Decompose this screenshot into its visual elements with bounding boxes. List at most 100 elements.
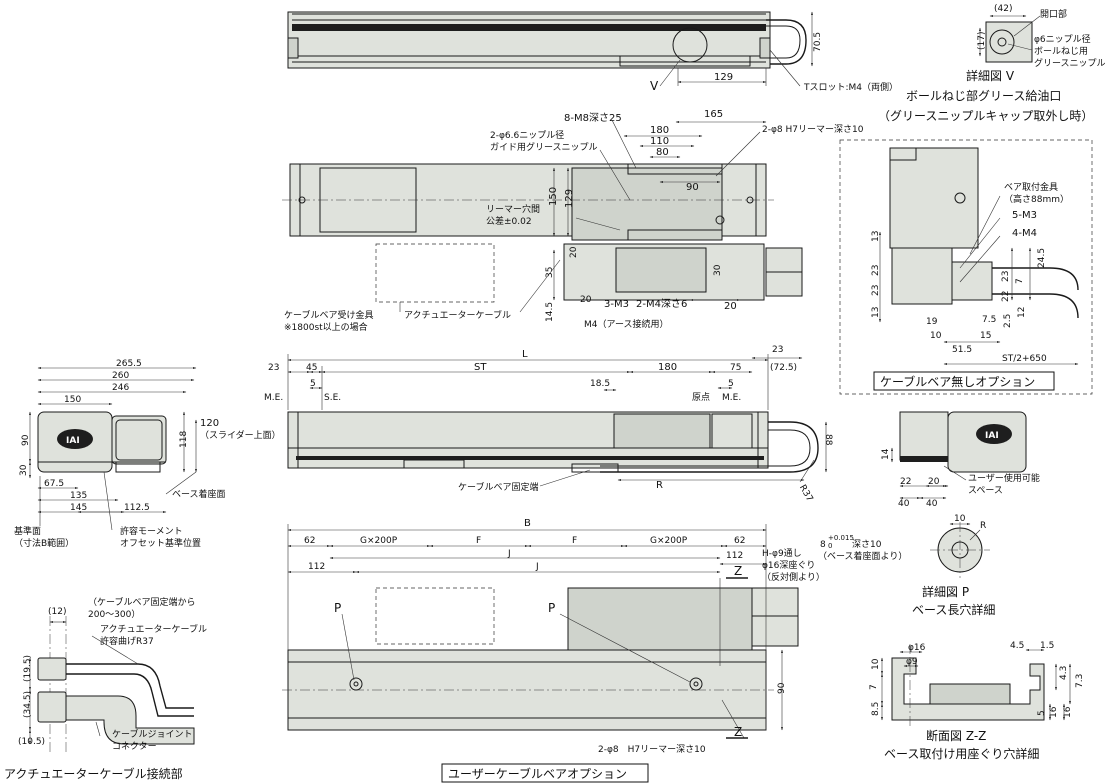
- ballscrew-label: ボールねじ用: [1034, 46, 1088, 57]
- side-23a: 23: [268, 363, 279, 373]
- nobear-23b: 23: [871, 285, 881, 296]
- cj-34-5: (34.5): [23, 691, 33, 718]
- side-origin: 原点: [692, 392, 710, 403]
- detailp-tol0: 0: [828, 542, 832, 550]
- nobear-bracket: ベア取付金具: [1004, 181, 1058, 193]
- side-se: S.E.: [324, 393, 341, 403]
- nobear-51-5: 51.5: [952, 345, 972, 355]
- no-bear-option: ベア取付金具 （高さ88mm） 5-M3 4-M4 13 23 23 13 24…: [839, 139, 1093, 395]
- user-space-view: IAI 14 22 40 20 40 ユーザー使用可能 スペース: [881, 411, 1040, 509]
- nobear-m4: 4-M4: [1012, 228, 1037, 239]
- side-cable-fix: ケーブルベア固定端: [458, 481, 538, 493]
- cj-from: （ケーブルベア固定端から: [88, 596, 195, 608]
- bottom-112a: 112: [308, 562, 325, 572]
- zz-16b: 16: [1063, 706, 1073, 718]
- end-logo: IAI: [66, 436, 80, 446]
- dim-70-5: 70.5: [813, 32, 823, 52]
- detail-v-sub: ボールねじ部グリース給油口: [906, 88, 1061, 103]
- end-135: 135: [70, 491, 87, 501]
- end-view: IAI 265.5 260 246 150 120 （スライダー上面） 90 1…: [14, 359, 281, 549]
- cj-19-5: (19.5): [23, 655, 33, 682]
- user-space-label: ユーザー使用可能: [968, 472, 1040, 484]
- plan-reamer8: 2-φ8 H7リーマー深さ10: [762, 124, 864, 135]
- zz-10: 10: [871, 658, 881, 670]
- side-18-5: 18.5: [590, 379, 610, 389]
- bottom-90: 90: [777, 682, 787, 694]
- bottom-Fa: F: [476, 536, 481, 546]
- plan-m4-ground: M4（アース接続用）: [584, 318, 669, 330]
- end-base-face: ベース着座面: [172, 488, 226, 500]
- plan-80: 80: [656, 147, 669, 158]
- dim-129-top: 129: [714, 72, 733, 83]
- end-slider-top: （スライダー上面）: [200, 429, 281, 441]
- zz-5: 5: [1037, 710, 1047, 716]
- base-bottom-view: B 62 G×200P F F G×200P 62 J 112 112 J H-…: [282, 518, 825, 783]
- bottom-Jb: J: [535, 562, 539, 572]
- bottom-62b: 62: [734, 536, 745, 546]
- cj-connector: コネクター: [112, 741, 157, 752]
- bottom-62a: 62: [304, 536, 315, 546]
- detailp-spec1: 8: [820, 540, 826, 550]
- label-v: V: [650, 79, 659, 93]
- plan-m3: 3-M3: [604, 299, 629, 310]
- plan-20c: 20: [724, 301, 737, 312]
- plan-view: 165 8-M8深さ25 180 110 80 2-φ6.6ニップル径 ガイド用…: [282, 109, 864, 333]
- zz-phi16: φ16: [908, 643, 926, 653]
- bottom-B: B: [524, 518, 531, 529]
- detailp-r: R: [980, 521, 986, 531]
- side-23b: 23: [772, 345, 783, 355]
- plan-m8: 8-M8深さ25: [564, 112, 622, 124]
- plan-cable-bracket: ケーブルベア受け金具: [284, 309, 373, 321]
- end-90: 90: [21, 434, 31, 446]
- cj-range: 200～300）: [88, 609, 140, 620]
- plan-tolerance: 公差±0.02: [486, 215, 532, 227]
- nobear-15: 15: [980, 331, 991, 341]
- nobear-23c: 23: [1001, 271, 1011, 282]
- cable-joint: （ケーブルベア固定端から 200～300） (12) アクチュエーターケーブル …: [4, 596, 207, 781]
- zz-16a: 16: [1049, 706, 1059, 718]
- detailp-spec2: （ベース着座面より）: [818, 550, 907, 562]
- bottom-za: Z: [734, 564, 742, 578]
- opening-label: 開口部: [1040, 8, 1067, 20]
- side-5b: 5: [728, 379, 734, 389]
- bottom-Ja: J: [507, 549, 511, 559]
- bottom-reamer: 2-φ8 H7リーマー深さ10: [598, 744, 706, 755]
- nobear-10: 10: [930, 331, 942, 341]
- zz-4-3: 4.3: [1059, 666, 1069, 680]
- end-145: 145: [70, 503, 87, 513]
- zz-7-3: 7.3: [1075, 674, 1085, 688]
- nobear-7: 7: [1015, 278, 1025, 284]
- end-offset: オフセット基準位置: [120, 537, 201, 549]
- plan-110: 110: [650, 136, 669, 147]
- cj-10-5: (10.5): [18, 737, 45, 747]
- plan-m4-6: 2-M4深さ6: [636, 298, 687, 310]
- bottom-zb: Z: [734, 725, 742, 739]
- detailp-depth: 深さ10: [852, 539, 882, 550]
- zz-7a: 7: [869, 684, 879, 690]
- side-view: 23 45 L 23 (72.5) 5 ST 180 75 M.E. S.E. …: [264, 345, 833, 504]
- nobear-22: 22: [1001, 291, 1011, 302]
- detailp-10: 10: [954, 514, 966, 524]
- cj-cable: アクチュエーターケーブル: [100, 623, 207, 635]
- plan-20a: 20: [569, 246, 579, 258]
- plan-guide-grease: ガイド用グリースニップル: [490, 141, 598, 153]
- bottom-112b: 112: [726, 551, 743, 561]
- bottom-Fb: F: [572, 536, 577, 546]
- detail-v-title: 詳細図 V: [966, 68, 1015, 83]
- end-moment: 許容モーメント: [120, 525, 183, 537]
- zz-phi9: φ9: [906, 657, 918, 667]
- plan-129: 129: [564, 189, 575, 208]
- side-72-5: (72.5): [770, 363, 797, 373]
- bottom-pb: P: [548, 601, 555, 615]
- detailp-sub: ベース長穴詳細: [912, 602, 995, 617]
- user-space-label2: スペース: [968, 486, 1003, 496]
- top-view: 70.5 129 V Tスロット:M4（両側）: [287, 11, 898, 93]
- side-ST: ST: [474, 362, 487, 373]
- nobear-2-5: 2.5: [1003, 314, 1013, 328]
- user-40b: 40: [926, 499, 938, 509]
- detail-v: (42) (17) 開口部 φ6ニップル径 ボールねじ用 グリースニップル 詳細…: [878, 4, 1106, 123]
- cj-12: (12): [48, 607, 66, 617]
- cj-bend: 許容曲げR37: [100, 635, 154, 647]
- side-me2: M.E.: [722, 393, 741, 403]
- end-246: 246: [112, 383, 129, 393]
